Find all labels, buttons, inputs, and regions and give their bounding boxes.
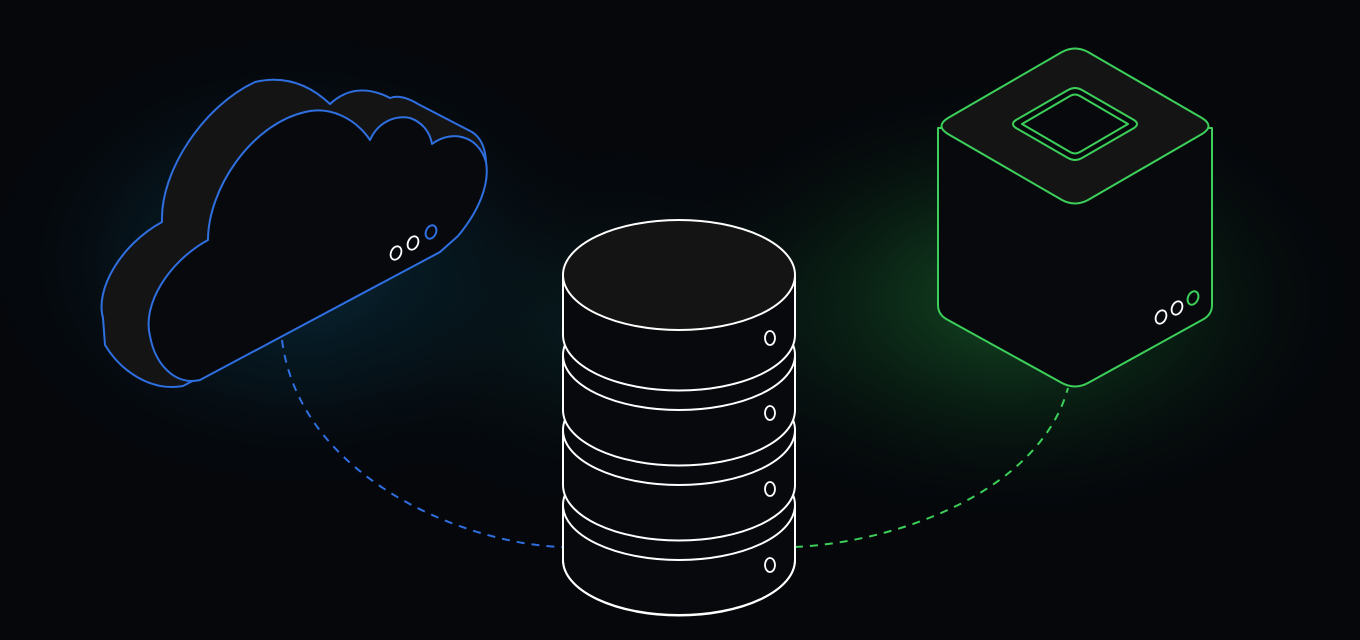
cloud-light-3 [424,224,438,240]
database-light-1 [764,330,776,346]
connection-cloud-database [281,339,564,548]
cloud-light-2 [406,235,420,251]
database-top [562,219,796,331]
database-light-2 [764,405,776,421]
server-light-2 [1170,300,1184,316]
database-icon [562,219,796,617]
connection-database-server [794,387,1069,548]
database-light-4 [764,557,776,573]
cloud-icon [100,78,488,388]
cloud-light-1 [389,245,403,261]
server-light-3 [1186,290,1200,306]
database-light-3 [764,481,776,497]
server-light-1 [1154,309,1168,325]
server-box-icon [937,47,1213,388]
